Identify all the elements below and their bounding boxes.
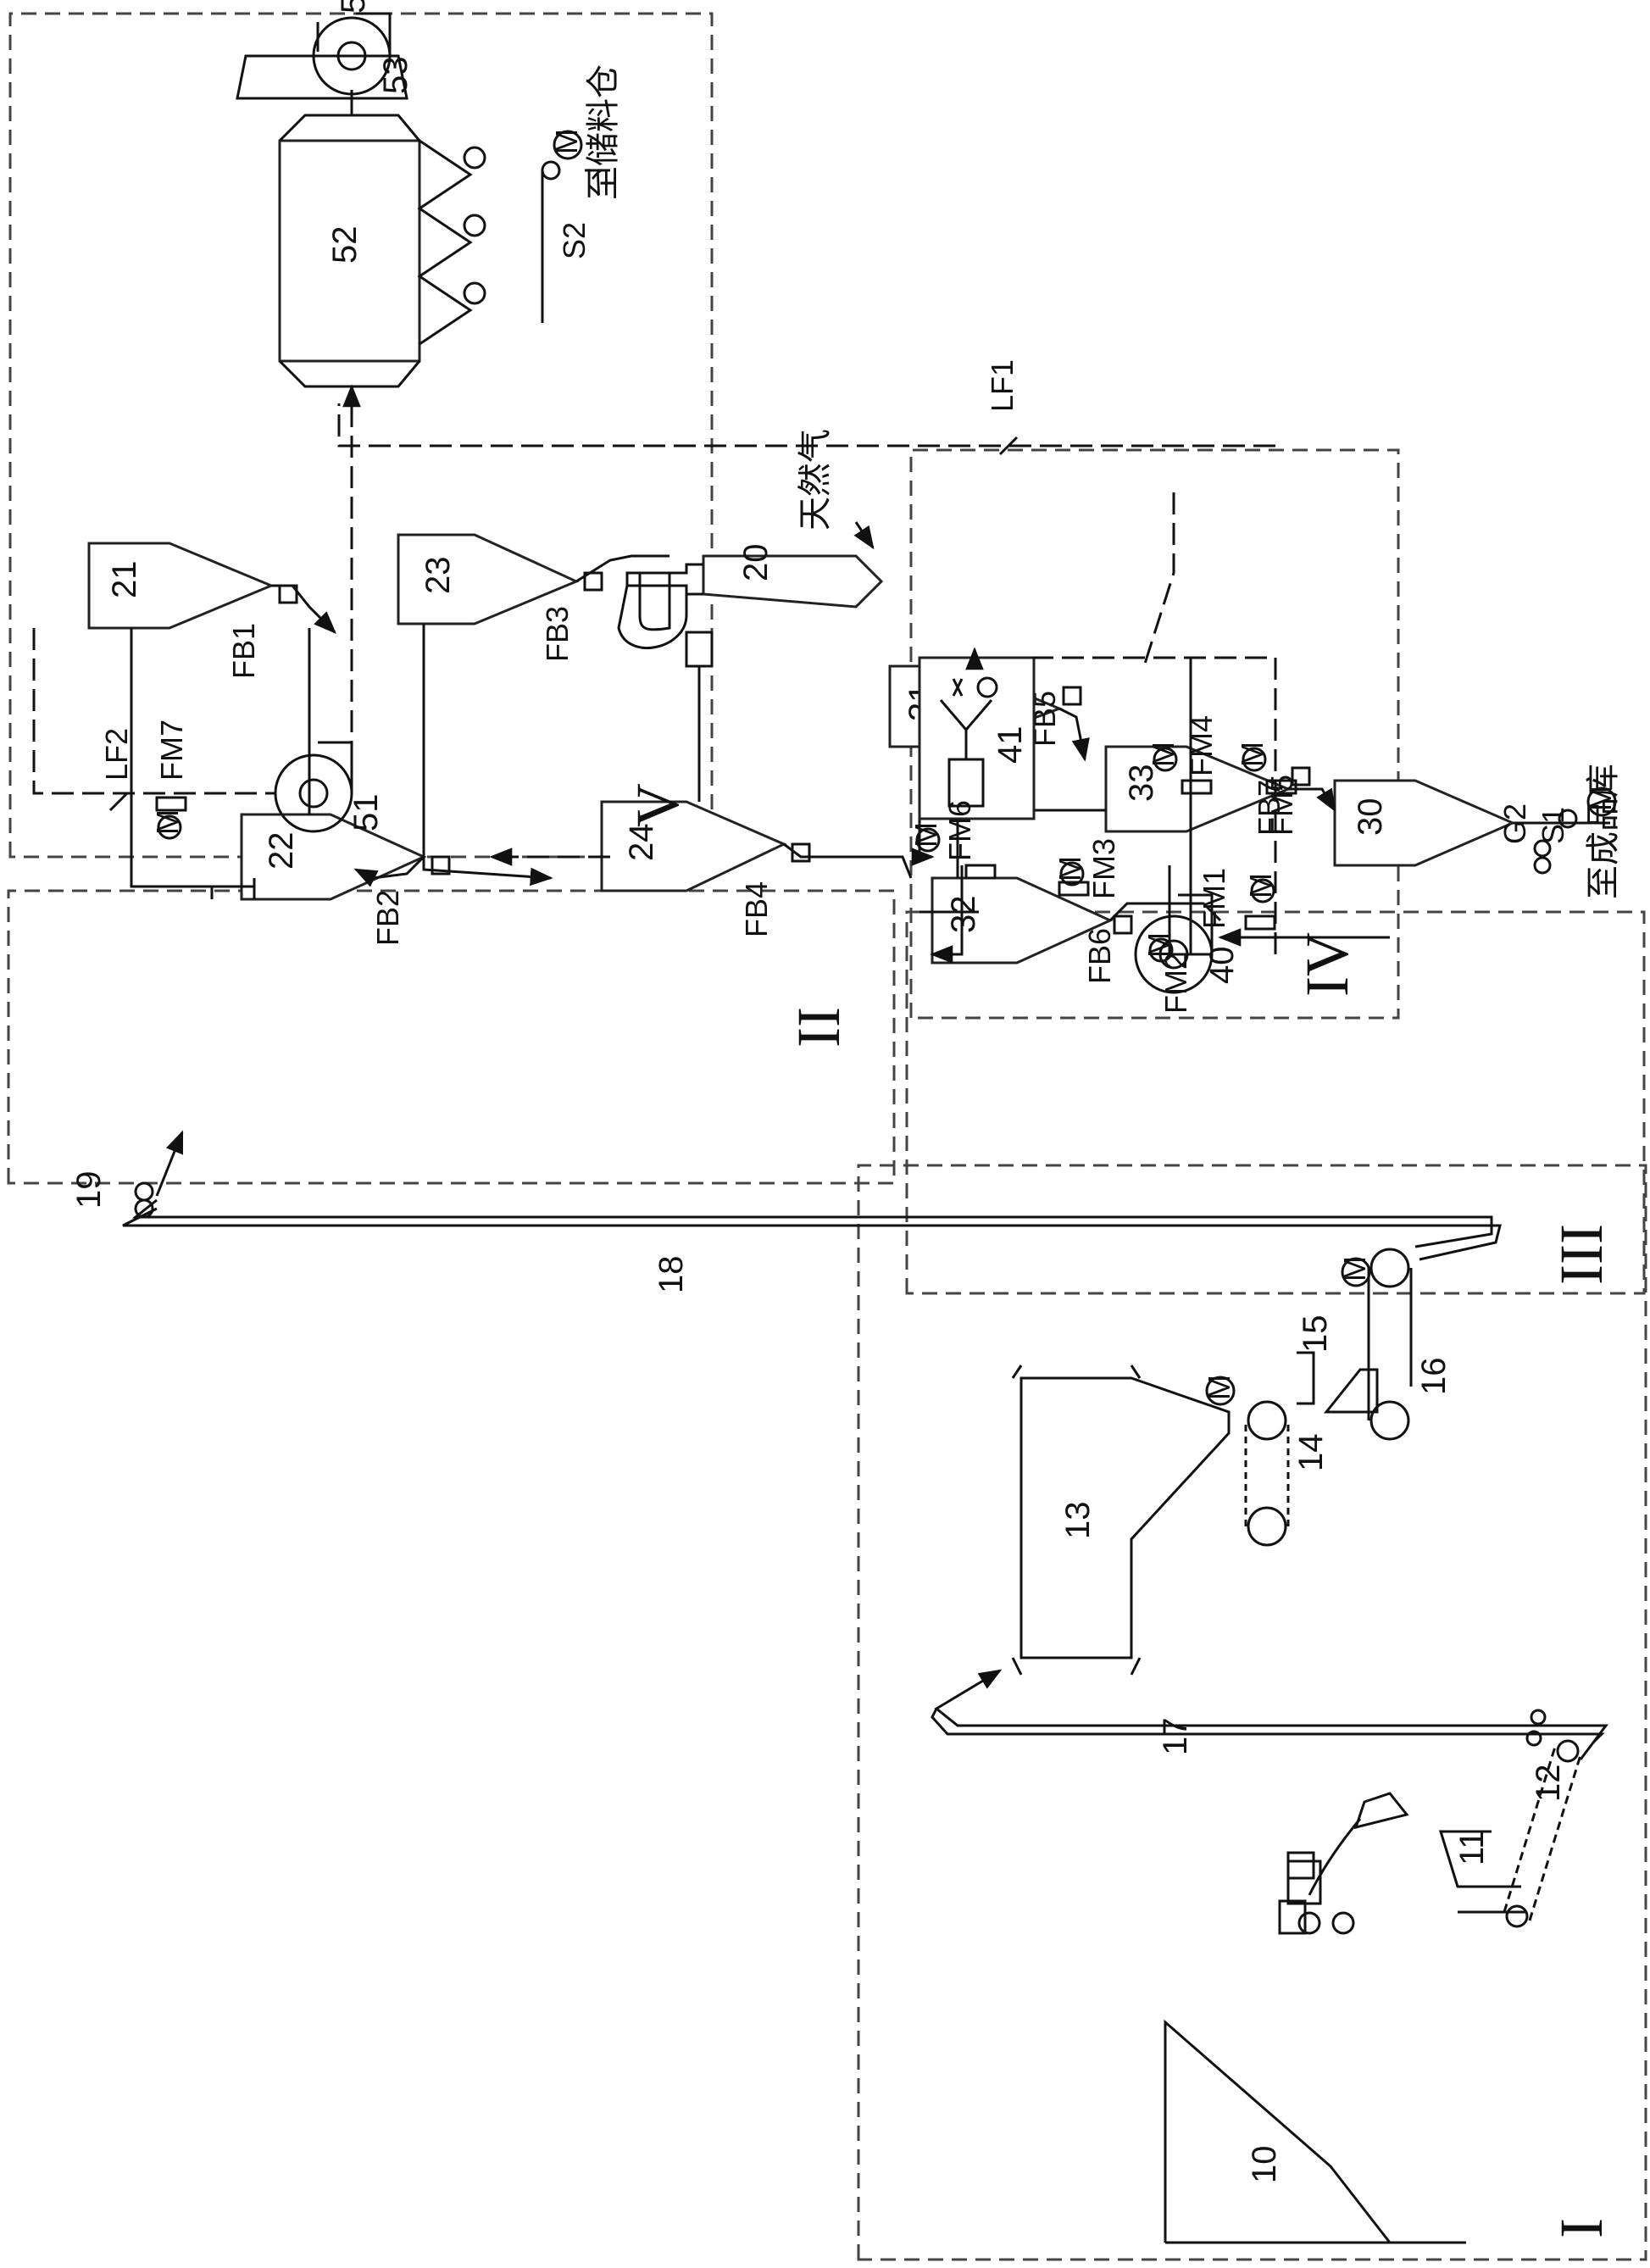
calciner-20: 20 [619, 544, 881, 667]
cyclone-21: 21 [89, 543, 271, 628]
motor-14: M [1202, 1375, 1236, 1404]
svg-text:M: M [150, 809, 185, 835]
label-32: 32 [945, 896, 982, 934]
label-16: 16 [1415, 1358, 1453, 1396]
label-S2: S2 [557, 222, 592, 259]
pipe-fm2-to-31 [1144, 492, 1174, 666]
cyclone-30: 30 [1335, 781, 1513, 865]
zone-label-IV: IV [1293, 932, 1361, 997]
damper-FM3: M FM3 [1053, 838, 1121, 899]
label-FM5: FM5 [1264, 775, 1299, 836]
label-FM6: FM6 [942, 800, 977, 861]
bucket-elevator-12: 12 [1504, 1710, 1581, 1926]
label-40: 40 [1203, 947, 1241, 985]
label-15: 15 [1297, 1315, 1334, 1354]
label-FB3: FB3 [540, 606, 575, 662]
svg-text:M: M [908, 822, 943, 848]
conveyor-18: 18 [123, 1200, 1500, 1293]
to-storage-bin: 至储料仓 [584, 64, 623, 200]
natural-gas-inlet [856, 522, 873, 548]
label-FM2: FM2 [1158, 953, 1193, 1014]
svg-text:M: M [1243, 873, 1278, 898]
storage-silo-13: 13 [1013, 1365, 1229, 1675]
label-22: 22 [263, 832, 300, 870]
label-41: 41 [992, 726, 1029, 764]
label-33: 33 [1123, 764, 1160, 803]
zone-label-I: I [1547, 2218, 1615, 2238]
label-S1: S1 [1536, 807, 1570, 844]
zone-label-II: II [785, 1007, 853, 1048]
label-FB6: FB6 [1082, 928, 1117, 984]
label-FB4: FB4 [739, 881, 774, 937]
pipe-23-to-calciner [576, 556, 669, 581]
loader-machine [1280, 1793, 1407, 1933]
zone-box-III [907, 912, 1644, 1293]
label-51: 51 [347, 794, 385, 832]
pipe-31-to-33 [1059, 709, 1085, 759]
label-23: 23 [419, 557, 457, 595]
svg-text:M: M [1053, 856, 1087, 881]
bag-filter-52: 52 [280, 115, 485, 386]
label-52: 52 [326, 226, 364, 264]
label-FB2: FB2 [370, 890, 405, 946]
limit-LF2: LF2 [99, 728, 134, 810]
svg-text:M: M [1146, 742, 1181, 767]
label-LF1: LF1 [985, 359, 1019, 412]
feed-hopper-11: 11 [1441, 1830, 1525, 1912]
conveyor-17: 17 [932, 1670, 1606, 1759]
damper-FM1: M FM1 [1197, 868, 1278, 929]
svg-text:M: M [1202, 1375, 1236, 1400]
belt-conveyor-16: 16 [1369, 1249, 1453, 1439]
scale-hopper-15: 15 [1297, 1315, 1377, 1413]
label-30: 30 [1352, 798, 1389, 837]
zone-box-I [858, 1165, 1646, 2260]
svg-text:M: M [1235, 742, 1269, 767]
svg-text:M: M [1337, 1256, 1372, 1281]
label-LF2: LF2 [99, 728, 134, 781]
label-17: 17 [1157, 1718, 1194, 1756]
damper-FM2: M FM2 [1142, 932, 1193, 1014]
label-FB1: FB1 [226, 623, 261, 679]
to-product-warehouse: 至成品库 [1584, 764, 1623, 899]
label-FM7: FM7 [154, 720, 189, 781]
label-13: 13 [1059, 1502, 1097, 1540]
label-12: 12 [1530, 1765, 1567, 1803]
motor-16: M [1337, 1256, 1372, 1286]
label-20: 20 [737, 544, 775, 582]
svg-text:M: M [549, 129, 584, 154]
zone-label-V: V [624, 783, 692, 827]
natural-gas-label: 天然气 [796, 429, 835, 531]
label-FM4: FM4 [1184, 715, 1219, 776]
screw-conveyor-14: 14 [1246, 1402, 1330, 1545]
label-24: 24 [623, 824, 660, 862]
stockpile-10: 10 [1165, 2022, 1466, 2243]
burner-41: 41 [919, 658, 1034, 819]
valve-19: 19 [70, 1171, 153, 1218]
label-10: 10 [1246, 2146, 1283, 2184]
label-19: 19 [70, 1171, 108, 1209]
label-54: 54 [335, 0, 372, 14]
label-14: 14 [1292, 1434, 1330, 1472]
pipe-23-to-24 [424, 624, 551, 878]
label-FM3: FM3 [1086, 838, 1121, 899]
limit-LF1: LF1 [985, 359, 1019, 454]
label-18: 18 [653, 1256, 690, 1294]
zone-label-III: III [1547, 1224, 1615, 1285]
label-53: 53 [377, 57, 414, 95]
label-11: 11 [1453, 1830, 1491, 1865]
fan-53: 53 [314, 14, 414, 94]
label-FM1: FM1 [1197, 868, 1231, 929]
damper-FM7: M FM7 [150, 720, 189, 838]
label-21: 21 [106, 561, 143, 599]
feed-line-19-to-21 [157, 1132, 182, 1196]
